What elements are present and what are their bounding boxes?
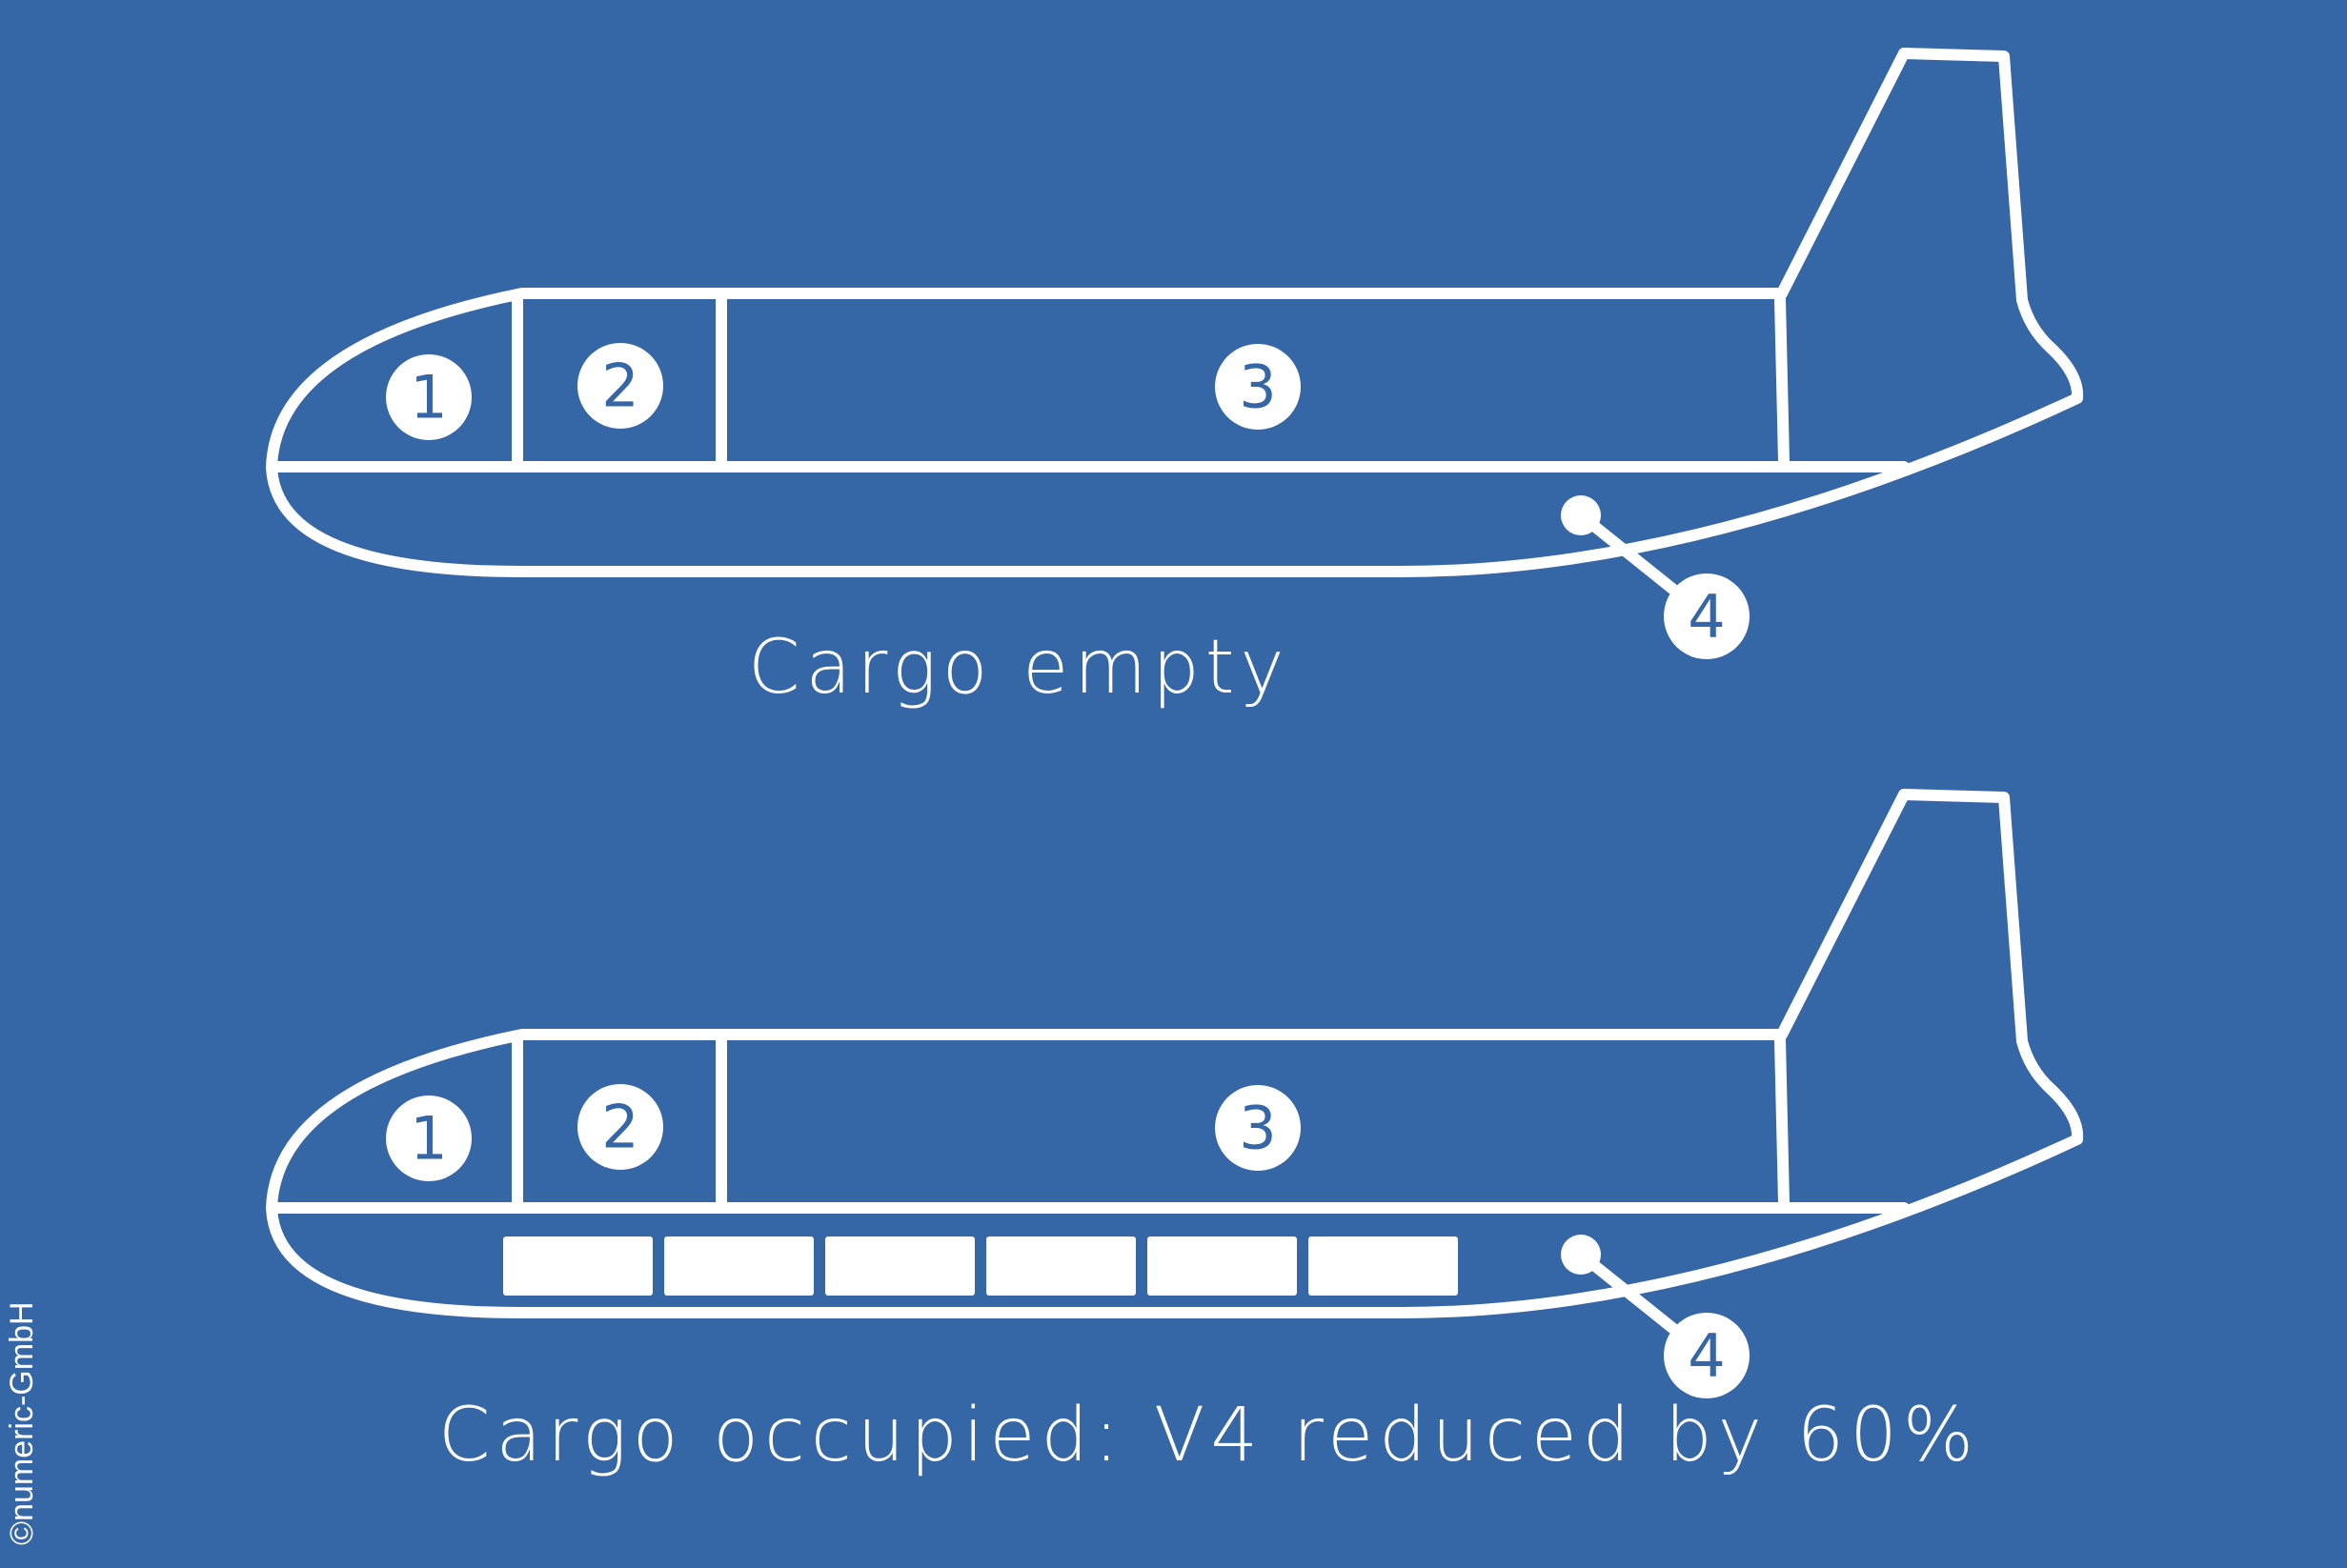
aircraft-occupied: 1 2 3 4 Cargo occupied: V4 reduced by 60…: [266, 789, 2084, 1478]
badge-compartment-2: 2: [577, 1084, 663, 1170]
badge-label: 1: [410, 1104, 447, 1174]
cargo-pointer: 4: [1561, 1235, 1750, 1398]
cargo-block: [1308, 1236, 1458, 1296]
pointer-label: 4: [1688, 1321, 1725, 1391]
badge-compartment-1: 1: [386, 354, 472, 440]
bulkhead-3: [1774, 1035, 1790, 1208]
badge-label: 1: [410, 363, 447, 432]
badge-compartment-3: 3: [1215, 1085, 1301, 1171]
badge-label: 2: [601, 1093, 638, 1162]
bulkhead-3: [1774, 293, 1790, 467]
badge-compartment-2: 2: [577, 343, 663, 429]
badge-compartment-1: 1: [386, 1096, 472, 1181]
cargo-pointer: 4: [1561, 495, 1750, 659]
badge-label: 3: [1239, 352, 1276, 422]
cargo-blocks: [503, 1236, 1458, 1296]
badge-label: 3: [1239, 1094, 1276, 1163]
fuselage-outline: [266, 789, 2084, 1318]
fuselage-outline: [266, 48, 2084, 577]
cargo-block: [503, 1236, 653, 1296]
cargo-block: [986, 1236, 1136, 1296]
badge-label: 2: [601, 352, 638, 421]
caption-empty: Cargo empty: [748, 625, 1290, 711]
badge-compartment-3: 3: [1215, 344, 1301, 430]
pointer-label: 4: [1688, 582, 1725, 652]
aircraft-empty: 1 2 3 4 Cargo empty: [266, 48, 2084, 711]
cargo-block: [664, 1236, 814, 1296]
cargo-block: [1147, 1236, 1297, 1296]
copyright-notice: ©numeric-GmbH: [4, 1301, 40, 1545]
cargo-block: [825, 1236, 975, 1296]
caption-occupied: Cargo occupied: V4 reduced by 60%: [438, 1393, 1979, 1478]
